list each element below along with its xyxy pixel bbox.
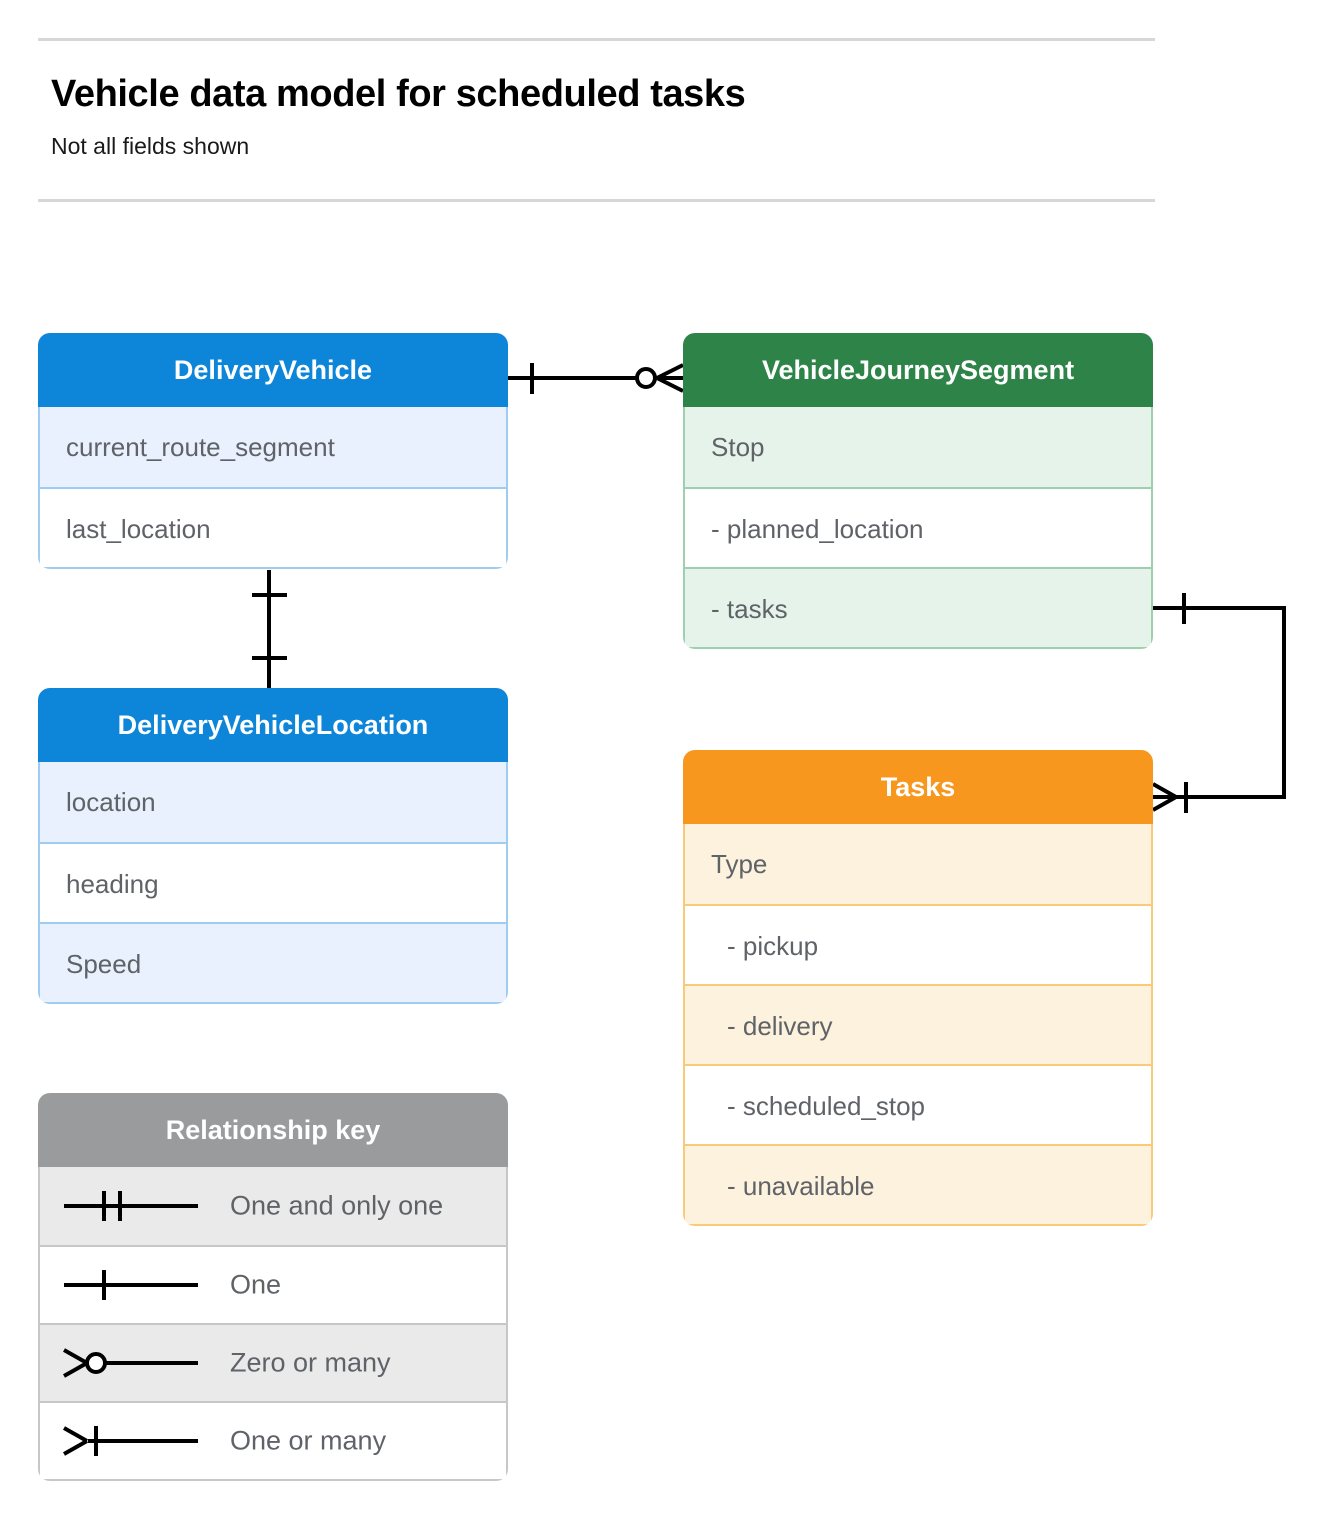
zero-or-many-icon: [63, 1348, 198, 1378]
entity-tasks-fields: Type - pickup - delivery - scheduled_sto…: [683, 824, 1153, 1226]
relationship-key-title: Relationship key: [38, 1093, 508, 1167]
field-row[interactable]: location: [40, 762, 506, 842]
entity-tasks-title: Tasks: [683, 750, 1153, 824]
one-icon: [64, 1270, 198, 1300]
entity-delivery-vehicle-fields: current_route_segment last_location: [38, 407, 508, 569]
legend-item-zero-or-many: Zero or many: [40, 1323, 506, 1401]
legend-item-one-or-many: One or many: [40, 1401, 506, 1479]
field-row[interactable]: - planned_location: [685, 487, 1151, 567]
entity-delivery-vehicle-location-fields: location heading Speed: [38, 762, 508, 1004]
entity-vehicle-journey-segment[interactable]: VehicleJourneySegment Stop - planned_loc…: [683, 333, 1153, 649]
page-subtitle: Not all fields shown: [51, 133, 250, 159]
legend-label: One and only one: [230, 1190, 444, 1221]
field-row[interactable]: - tasks: [685, 567, 1151, 647]
field-row[interactable]: - scheduled_stop: [685, 1064, 1151, 1144]
entity-delivery-vehicle[interactable]: DeliveryVehicle current_route_segment la…: [38, 333, 508, 569]
field-row[interactable]: Type: [685, 824, 1151, 904]
entity-delivery-vehicle-location-title: DeliveryVehicleLocation: [38, 688, 508, 762]
relationship-key-legend: Relationship key One and only one One: [38, 1093, 508, 1481]
field-row[interactable]: - delivery: [685, 984, 1151, 1064]
legend-label: One: [230, 1269, 282, 1300]
field-row[interactable]: current_route_segment: [40, 407, 506, 487]
legend-item-one-and-only-one: One and only one: [40, 1167, 506, 1245]
legend-item-one: One: [40, 1245, 506, 1323]
field-row[interactable]: - pickup: [685, 904, 1151, 984]
one-and-only-one-icon: [64, 1191, 198, 1221]
entity-tasks[interactable]: Tasks Type - pickup - delivery - schedul…: [683, 750, 1153, 1226]
header-divider-top: [38, 38, 1155, 41]
entity-delivery-vehicle-title: DeliveryVehicle: [38, 333, 508, 407]
field-row[interactable]: - unavailable: [685, 1144, 1151, 1224]
one-or-many-icon: [63, 1426, 198, 1456]
legend-label: Zero or many: [230, 1347, 391, 1378]
field-row[interactable]: last_location: [40, 487, 506, 567]
field-row[interactable]: Stop: [685, 407, 1151, 487]
page-title: Vehicle data model for scheduled tasks: [51, 73, 746, 115]
entity-vehicle-journey-segment-fields: Stop - planned_location - tasks: [683, 407, 1153, 649]
relationship-key-rows: One and only one One Zero or many: [38, 1167, 508, 1481]
entity-delivery-vehicle-location[interactable]: DeliveryVehicleLocation location heading…: [38, 688, 508, 1004]
legend-label: One or many: [230, 1425, 387, 1456]
field-row[interactable]: heading: [40, 842, 506, 922]
entity-vehicle-journey-segment-title: VehicleJourneySegment: [683, 333, 1153, 407]
field-row[interactable]: Speed: [40, 922, 506, 1002]
header-divider-bottom: [38, 199, 1155, 202]
